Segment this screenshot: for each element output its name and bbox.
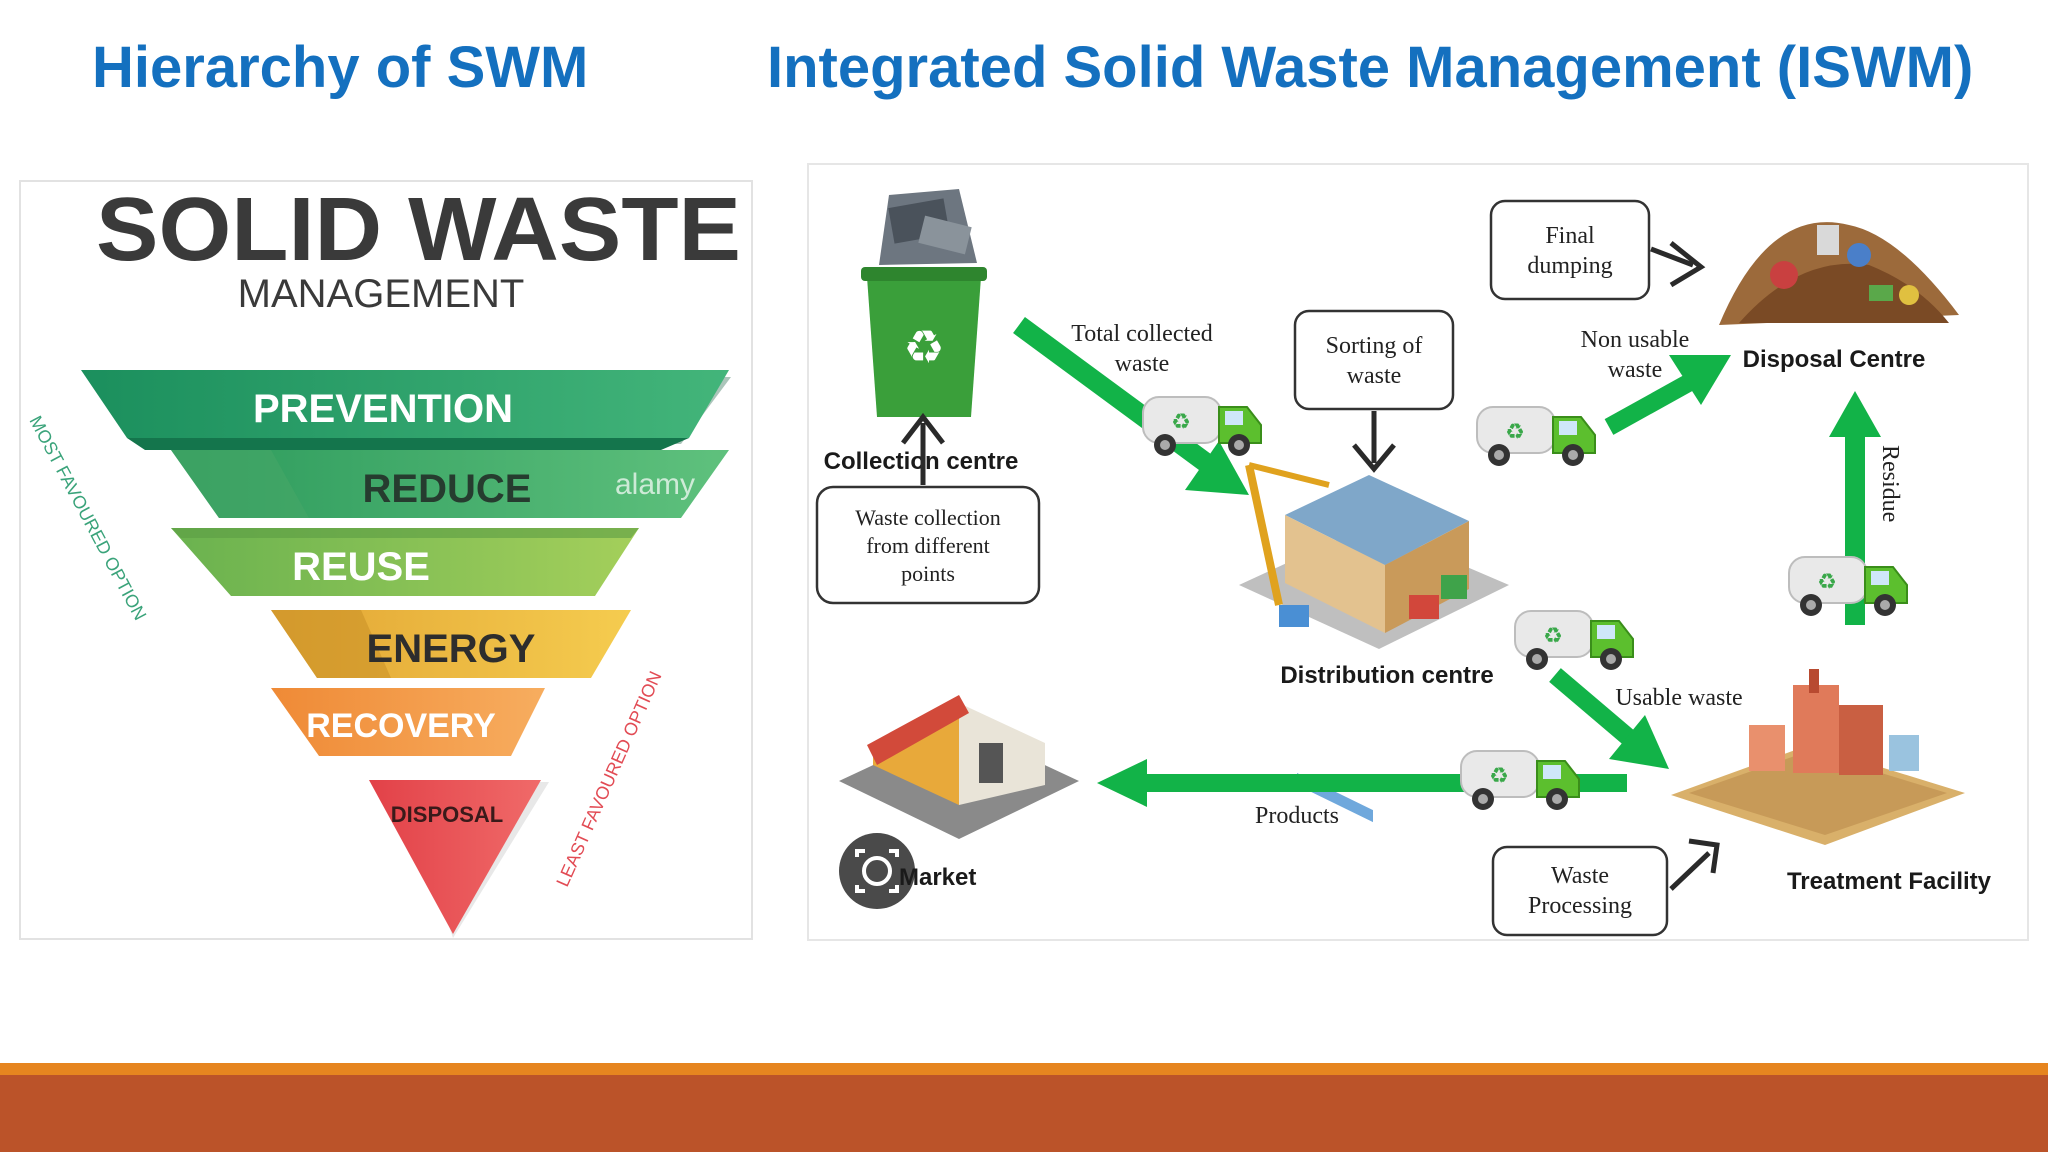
hierarchy-title-sub: MANAGEMENT (238, 272, 525, 316)
level-prevention (81, 370, 729, 438)
lens-icon (839, 833, 915, 909)
non-usable-label-2: waste (1608, 357, 1663, 383)
non-usable-label-1: Non usable (1581, 327, 1690, 353)
level-reduce (171, 450, 729, 518)
svg-text:dumping: dumping (1527, 253, 1612, 279)
treatment-facility-label: Treatment Facility (1787, 868, 1992, 895)
total-collected-label-2: waste (1115, 351, 1170, 377)
truck-icon (1476, 406, 1596, 467)
svg-text:Sorting of: Sorting of (1326, 333, 1423, 359)
footer-accent-thick (0, 1075, 2048, 1152)
market-icon (839, 695, 1079, 839)
level-disposal-label: DISPOSAL (391, 802, 503, 827)
disposal-centre-icon (1719, 222, 1959, 325)
distribution-centre-icon (1239, 462, 1509, 823)
right-heading: Integrated Solid Waste Management (ISWM) (767, 35, 1974, 100)
final-dumping-box: Final dumping (1489, 199, 1651, 301)
iswm-diagram: ♻ ♻ Collection centre Waste collection f… (815, 189, 1992, 937)
products-label: Products (1255, 803, 1339, 829)
truck-icon (1142, 396, 1262, 457)
down-arrow-icon (1352, 411, 1396, 473)
arrow-usable-waste (1549, 668, 1669, 769)
level-recovery (271, 688, 545, 756)
distribution-centre-label: Distribution centre (1280, 662, 1493, 689)
collection-bin-icon: ♻ (861, 189, 987, 417)
level-reuse-label: REUSE (292, 545, 430, 589)
svg-text:waste: waste (1347, 363, 1402, 389)
usable-waste-label: Usable waste (1615, 685, 1742, 711)
total-collected-label-1: Total collected (1071, 321, 1213, 347)
processing-arrow-icon (1669, 838, 1720, 891)
truck-icon (1460, 750, 1580, 811)
least-favoured-label: LEAST FAVOURED OPTION (552, 668, 665, 889)
level-disposal (369, 780, 541, 934)
market-label: Market (899, 864, 976, 891)
svg-text:Waste collection: Waste collection (855, 505, 1000, 530)
level-prevention-label: PREVENTION (253, 387, 513, 431)
footer-accent-thin (0, 1063, 2048, 1075)
svg-text:Final: Final (1545, 223, 1595, 249)
level-energy-label: ENERGY (367, 627, 536, 671)
arrow-to-disposal (1604, 355, 1731, 435)
disposal-centre-label: Disposal Centre (1743, 346, 1926, 373)
residue-label: Residue (1877, 445, 1903, 522)
svg-text:points: points (901, 561, 955, 586)
hierarchy-panel: SOLID WASTE MANAGEMENT PREVENTION REDUCE… (19, 180, 753, 940)
treatment-facility-icon (1671, 669, 1965, 845)
up-arrow-icon (901, 412, 945, 485)
watermark-text: alamy (615, 468, 695, 501)
level-recovery-label: RECOVERY (306, 707, 496, 745)
hierarchy-diagram: SOLID WASTE MANAGEMENT PREVENTION REDUCE… (25, 180, 741, 938)
sorting-box: Sorting of waste (1293, 309, 1455, 411)
most-favoured-label: MOST FAVOURED OPTION (25, 412, 150, 623)
svg-text:from different: from different (866, 533, 990, 558)
waste-processing-box: Waste Processing (1491, 845, 1669, 937)
svg-text:♻: ♻ (903, 321, 944, 373)
iswm-panel: ♻ ♻ Collection centre Waste collection f… (807, 163, 2029, 941)
level-reuse (171, 528, 639, 596)
waste-collection-box: Waste collection from different points (815, 485, 1041, 605)
hierarchy-title-main: SOLID WASTE (96, 182, 741, 280)
svg-text:Waste: Waste (1551, 863, 1609, 889)
level-reduce-label: REDUCE (363, 467, 532, 511)
svg-text:Processing: Processing (1528, 893, 1632, 919)
left-heading: Hierarchy of SWM (92, 35, 589, 100)
dumping-arrow-icon (1650, 241, 1706, 288)
truck-icon (1514, 610, 1634, 671)
